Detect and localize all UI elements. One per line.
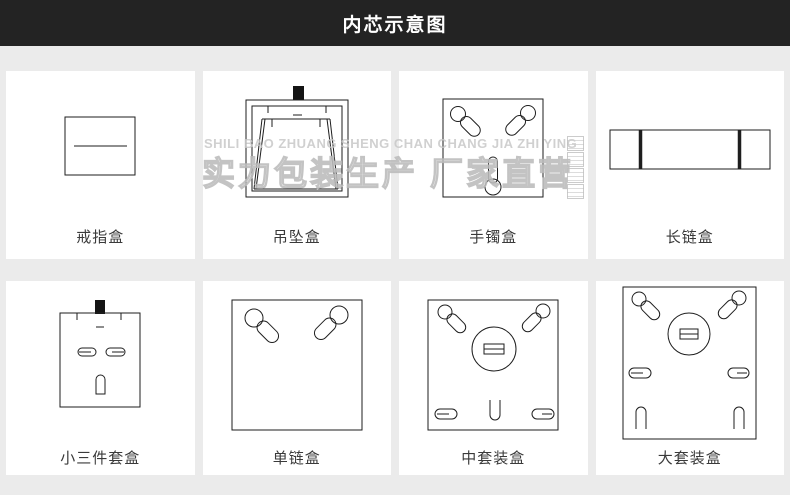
small-three-piece-box-drawing [59, 300, 141, 408]
medium-set-box-drawing [427, 299, 559, 430]
panel-ring-box: 戒指盒 [6, 71, 195, 259]
panel-label: 单链盒 [272, 450, 321, 467]
bottom-white-strip [0, 495, 790, 503]
pendant-box-drawing [245, 86, 349, 198]
single-chain-box-drawing [231, 299, 363, 430]
large-set-box-drawing [622, 286, 757, 440]
ring-box-drawing [64, 116, 136, 175]
bracelet-box-drawing [442, 98, 544, 197]
panel-label: 中套装盒 [461, 450, 526, 467]
panel-bracelet-box: 手镯盒 [399, 71, 588, 259]
panel-label: 长链盒 [665, 229, 714, 246]
long-chain-box-drawing [609, 129, 771, 169]
title-bar: 内芯示意图 [0, 0, 790, 46]
page-title: 内芯示意图 [342, 14, 448, 36]
panel-label: 手镯盒 [469, 229, 518, 246]
panel-single-chain-box: 单链盒 [202, 281, 391, 475]
panel-small-three-piece-box: 小三件套盒 [6, 281, 195, 475]
panel-pendant-box: 吊坠盒 [202, 71, 391, 259]
panel-label: 小三件套盒 [60, 450, 141, 467]
panel-label: 大套装盒 [657, 450, 722, 467]
panel-label: 戒指盒 [76, 229, 125, 246]
panel-large-set-box: 大套装盒 [595, 281, 784, 475]
panel-medium-set-box: 中套装盒 [399, 281, 588, 475]
panel-grid: 戒指盒 吊坠盒 [0, 46, 790, 475]
panel-long-chain-box: 长链盒 [595, 71, 784, 259]
panel-label: 吊坠盒 [272, 229, 321, 246]
